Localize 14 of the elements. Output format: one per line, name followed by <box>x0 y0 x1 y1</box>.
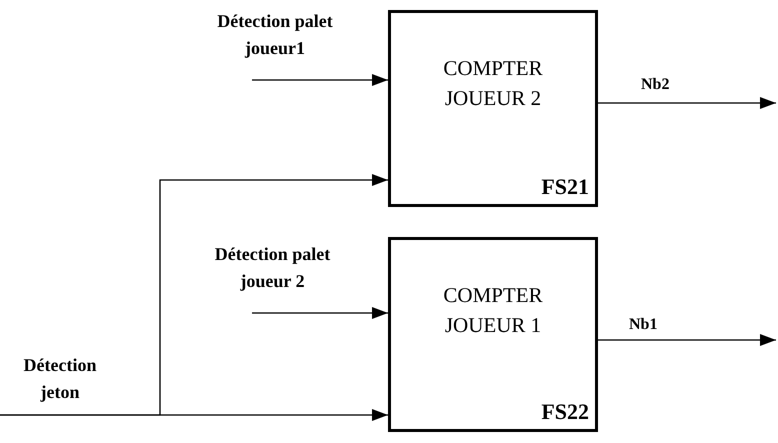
function-box <box>388 10 598 207</box>
function-name: COMPTER JOUEUR 1 <box>442 282 544 339</box>
input-signal-label: Détection jeton <box>8 352 112 410</box>
input-signal-label: Détection palet joueur1 <box>205 8 345 70</box>
arrow <box>0 409 388 421</box>
arrow <box>252 307 388 319</box>
function-code: FS22 <box>541 399 589 425</box>
arrow <box>598 97 776 109</box>
function-box <box>388 237 598 432</box>
input-signal-label: Détection palet joueur 2 <box>200 241 345 303</box>
arrow <box>252 74 388 86</box>
arrow <box>598 334 776 346</box>
function-code: FS21 <box>541 174 589 200</box>
function-name: COMPTER JOUEUR 2 <box>442 55 544 112</box>
